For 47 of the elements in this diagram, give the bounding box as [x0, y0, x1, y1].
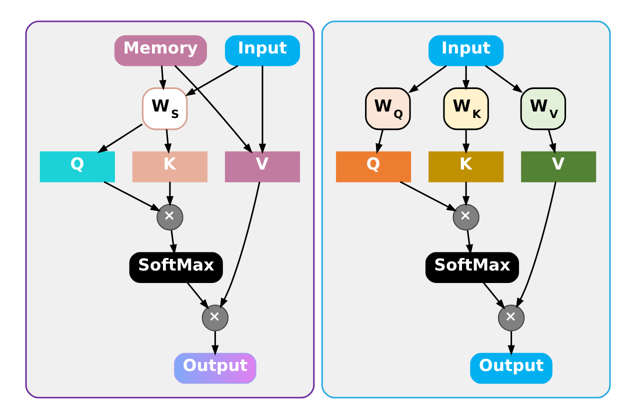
arrow: [375, 128, 384, 154]
arrow: [174, 64, 252, 154]
node-box: Memory: [114, 34, 206, 66]
arrow: [399, 180, 456, 211]
node-box: W$_{Q}$: [364, 86, 410, 130]
node-circle: ×: [156, 203, 183, 230]
node-box: SoftMax: [424, 252, 519, 283]
arrow: [211, 330, 218, 356]
node-box: Input: [428, 34, 504, 66]
node-circle: ×: [452, 203, 479, 230]
node-box: Input: [224, 34, 300, 66]
arrow: [169, 230, 176, 254]
cluster: [24, 20, 314, 398]
arrow: [164, 128, 171, 154]
node-box: K: [428, 150, 504, 182]
arrow: [184, 64, 238, 96]
arrow: [484, 64, 522, 92]
arrow: [515, 181, 556, 308]
node-circle: ×: [497, 304, 524, 331]
arrow: [258, 65, 266, 154]
node-circle: ×: [201, 304, 228, 331]
node-box: Q: [39, 150, 114, 182]
arrow: [462, 128, 470, 154]
cluster: [320, 20, 610, 398]
arrow: [96, 123, 142, 153]
arrow: [462, 181, 470, 206]
node-box: Output: [470, 352, 552, 384]
node-box: V: [224, 150, 300, 182]
arrow: [186, 282, 209, 309]
arrow: [166, 181, 174, 206]
arrow: [465, 230, 472, 254]
node-box: W$_{S}$: [141, 86, 188, 130]
node-box: K: [132, 150, 207, 182]
arrow: [408, 64, 446, 93]
arrow: [482, 282, 505, 309]
node-box: Output: [174, 352, 256, 384]
node-box: SoftMax: [128, 252, 222, 283]
node-box: V: [520, 150, 596, 182]
node-box: W$_{K}$: [442, 86, 488, 130]
arrow: [103, 180, 160, 211]
arrow: [219, 181, 260, 308]
arrow: [462, 65, 470, 90]
arrow: [507, 330, 514, 356]
arrow: [158, 65, 166, 90]
arrow: [547, 128, 556, 154]
node-box: Q: [336, 150, 411, 182]
node-box: W$_{V}$: [520, 86, 566, 130]
